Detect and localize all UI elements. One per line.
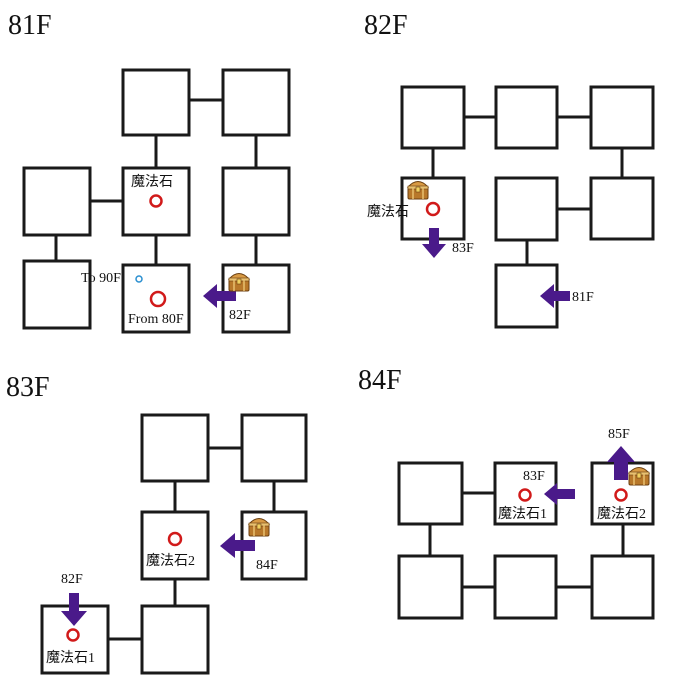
floor-81f-map <box>22 68 291 334</box>
room <box>140 413 210 483</box>
room <box>397 554 464 620</box>
floor-82f-map <box>400 85 655 329</box>
magic-stone-2-label: 魔法石2 <box>146 554 195 569</box>
room <box>589 176 655 241</box>
stairs-81f-label: 81F <box>572 290 594 305</box>
treasure-chest-icon <box>628 466 650 486</box>
magic-stone-label: 魔法石 <box>367 205 409 220</box>
magic-stone-label: 魔法石 <box>131 175 173 190</box>
room <box>493 554 558 620</box>
magic-stone-marker-icon <box>66 628 80 642</box>
floor-title-84f: 84F <box>358 365 402 396</box>
magic-stone-2-label: 魔法石2 <box>597 507 646 522</box>
room <box>22 259 92 330</box>
room <box>121 166 191 237</box>
to-90f-label: To 90F <box>81 271 121 286</box>
magic-stone-1-label: 魔法石1 <box>46 651 95 666</box>
room <box>121 68 191 137</box>
magic-stone-marker-icon <box>425 201 441 217</box>
magic-stone-marker-icon <box>518 488 532 502</box>
treasure-chest-icon <box>407 180 429 200</box>
treasure-chest-icon <box>248 517 270 537</box>
room <box>140 604 210 675</box>
stairs-83f-label: 83F <box>523 469 545 484</box>
stairs-arrow-icon <box>544 483 575 505</box>
floor-title-82f: 82F <box>364 10 408 41</box>
stairs-arrow-icon <box>607 446 635 480</box>
floor-84f-map <box>397 446 655 620</box>
stairs-82f-label: 82F <box>61 572 83 587</box>
floor-title-81f: 81F <box>8 10 52 41</box>
room <box>397 461 464 526</box>
treasure-chest-icon <box>228 272 250 292</box>
stairs-83f-label: 83F <box>452 241 474 256</box>
room <box>22 166 92 237</box>
room <box>494 176 559 242</box>
magic-stone-1-label: 魔法石1 <box>498 507 547 522</box>
stairs-arrow-icon <box>422 228 446 258</box>
stairs-82f-label: 82F <box>229 308 251 323</box>
magic-stone-marker-icon <box>167 531 183 547</box>
room <box>589 85 655 150</box>
portal-marker-icon <box>135 275 143 283</box>
room <box>240 413 308 483</box>
floor-83f-map <box>40 413 308 675</box>
stairs-84f-label: 84F <box>256 558 278 573</box>
stairs-85f-label: 85F <box>608 427 630 442</box>
floor-title-83f: 83F <box>6 372 50 403</box>
stairs-arrow-icon <box>540 284 570 308</box>
room <box>221 68 291 137</box>
stairs-arrow-icon <box>61 593 87 626</box>
stairs-arrow-icon <box>220 533 255 558</box>
from-80f-label: From 80F <box>128 312 184 327</box>
room <box>121 263 191 334</box>
start-point-marker-icon <box>149 290 167 308</box>
magic-stone-marker-icon <box>614 488 628 502</box>
stairs-arrow-icon <box>203 284 236 308</box>
room <box>221 166 291 237</box>
room <box>400 85 466 150</box>
magic-stone-marker-icon <box>149 194 163 208</box>
room <box>494 85 559 150</box>
room <box>590 554 655 620</box>
